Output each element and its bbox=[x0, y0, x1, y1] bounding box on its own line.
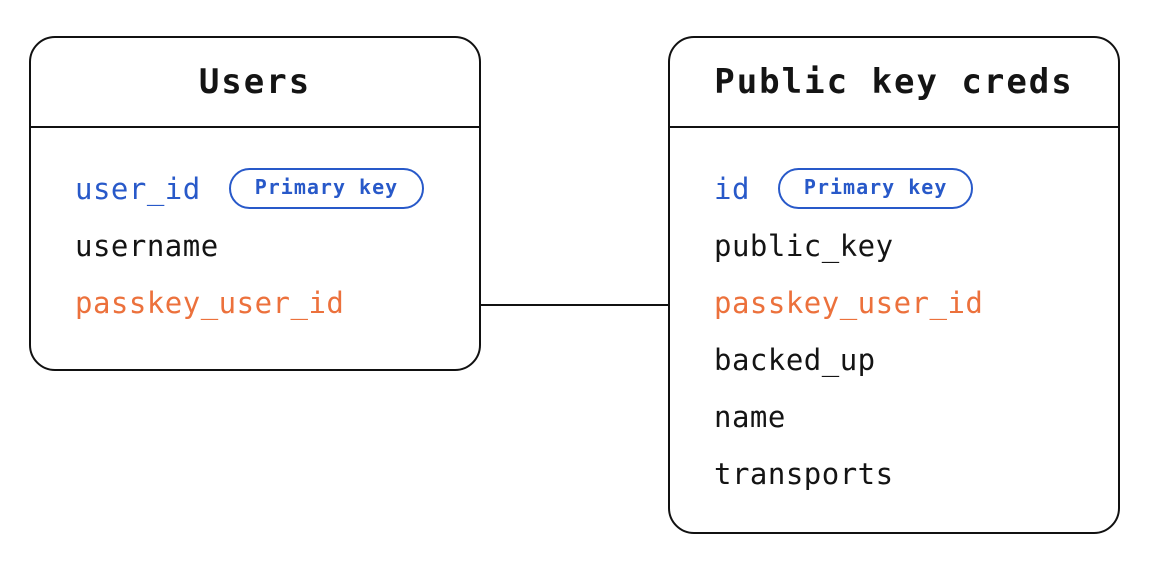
field-name: id bbox=[714, 171, 750, 206]
primary-key-badge: Primary key bbox=[777, 168, 974, 209]
field-name: username bbox=[75, 228, 219, 263]
relation-line bbox=[481, 304, 668, 306]
field-id: id Primary key bbox=[714, 160, 1108, 217]
field-user-id: user_id Primary key bbox=[75, 160, 469, 217]
table-public-key-creds-fields: id Primary key public_key passkey_user_i… bbox=[670, 128, 1118, 502]
field-name: name bbox=[714, 399, 786, 434]
field-public-key: public_key bbox=[714, 217, 1108, 274]
field-name: passkey_user_id bbox=[714, 285, 984, 320]
field-passkey-user-id: passkey_user_id bbox=[714, 274, 1108, 331]
field-name: public_key bbox=[714, 228, 894, 263]
field-backed-up: backed_up bbox=[714, 331, 1108, 388]
field-name: transports bbox=[714, 456, 894, 491]
table-users-title: Users bbox=[31, 38, 479, 128]
field-passkey-user-id: passkey_user_id bbox=[75, 274, 469, 331]
field-name: passkey_user_id bbox=[75, 285, 345, 320]
primary-key-badge: Primary key bbox=[228, 168, 425, 209]
table-public-key-creds: Public key creds id Primary key public_k… bbox=[668, 36, 1120, 534]
field-username: username bbox=[75, 217, 469, 274]
field-name-column: name bbox=[714, 388, 1108, 445]
field-name: backed_up bbox=[714, 342, 876, 377]
field-name: user_id bbox=[75, 171, 201, 206]
table-public-key-creds-title: Public key creds bbox=[670, 38, 1118, 128]
field-transports: transports bbox=[714, 445, 1108, 502]
table-users: Users user_id Primary key username passk… bbox=[29, 36, 481, 371]
table-users-fields: user_id Primary key username passkey_use… bbox=[31, 128, 479, 331]
